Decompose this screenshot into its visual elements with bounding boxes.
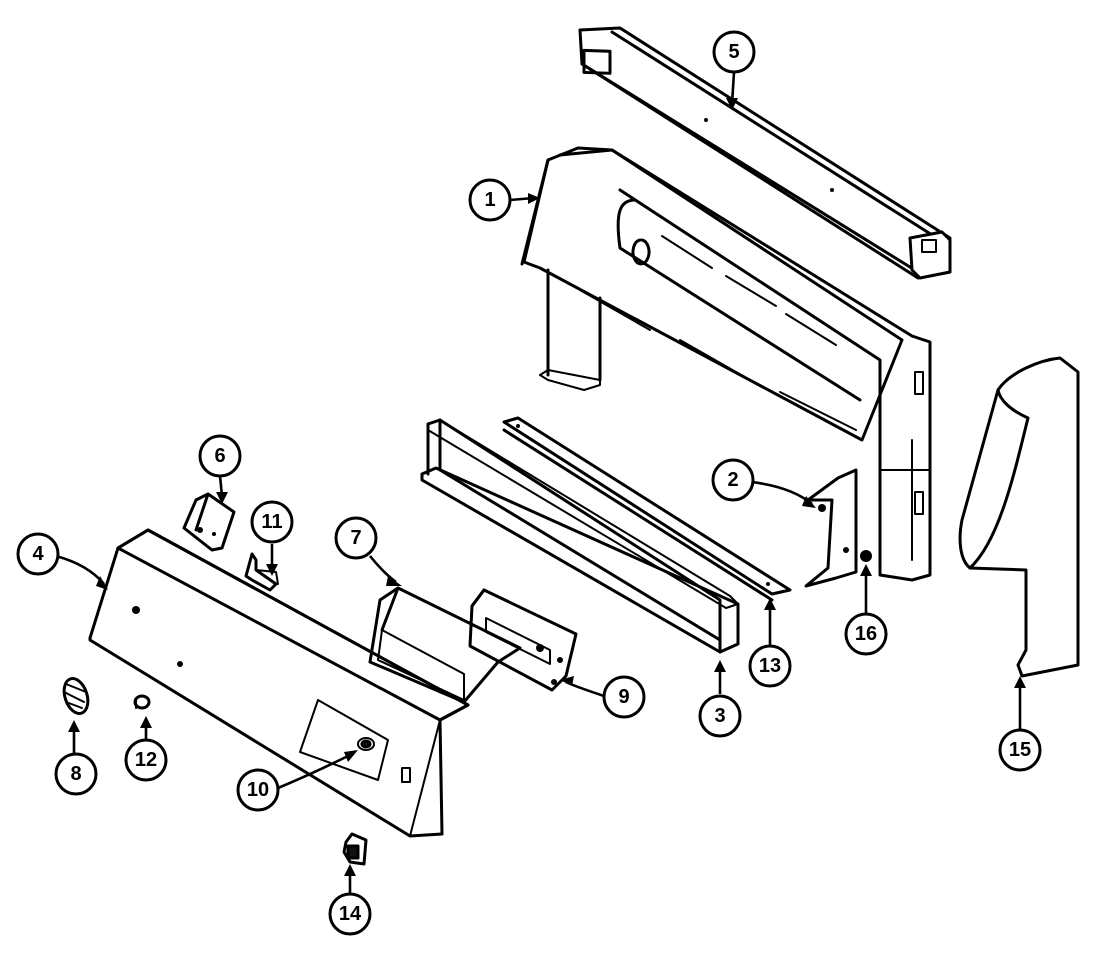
part-14-rocker-switch xyxy=(342,832,368,866)
callout-7-label: 7 xyxy=(350,527,361,549)
callout-9: 9 xyxy=(602,675,646,719)
part-9-clock-module xyxy=(468,588,578,692)
callout-4-label: 4 xyxy=(32,543,44,565)
part-8-knob xyxy=(62,677,90,715)
callout-14: 14 xyxy=(328,892,372,936)
callout-2-label: 2 xyxy=(727,469,738,491)
callout-15: 15 xyxy=(998,728,1042,772)
callout-13-label: 13 xyxy=(759,655,781,677)
callout-10-label: 10 xyxy=(247,779,269,801)
leader-lines xyxy=(55,71,1026,894)
callout-11: 11 xyxy=(250,500,294,544)
callout-8-label: 8 xyxy=(70,763,81,785)
part-15-end-cap xyxy=(958,356,1080,678)
callout-6-label: 6 xyxy=(214,445,225,467)
part-4-control-panel xyxy=(88,528,470,838)
callout-5: 5 xyxy=(712,30,756,74)
callout-10: 10 xyxy=(236,768,280,812)
callout-16-label: 16 xyxy=(855,623,877,645)
callout-12-label: 12 xyxy=(135,749,157,771)
callout-6: 6 xyxy=(198,434,242,478)
part-13-strip xyxy=(502,416,792,602)
callout-1: 1 xyxy=(468,178,512,222)
part-3-channel xyxy=(420,418,740,654)
callout-11-label: 11 xyxy=(261,511,282,533)
callout-15-label: 15 xyxy=(1009,739,1031,761)
part-11-clip xyxy=(244,552,279,592)
callout-14-label: 14 xyxy=(339,903,362,925)
part-12-bulb xyxy=(133,694,151,710)
callout-12: 12 xyxy=(124,738,168,782)
callout-13: 13 xyxy=(748,644,792,688)
callout-4: 4 xyxy=(16,532,60,576)
part-7-bezel xyxy=(368,586,522,704)
part-10-indicator xyxy=(360,739,372,749)
part-2-bracket xyxy=(804,468,858,588)
part-5-top-rail xyxy=(578,26,952,280)
callout-1-label: 1 xyxy=(484,189,495,211)
part-6-switch-box xyxy=(182,492,236,552)
callout-8: 8 xyxy=(54,752,98,796)
part-16-screw xyxy=(860,550,872,562)
callout-7: 7 xyxy=(334,516,378,560)
callout-2: 2 xyxy=(711,458,755,502)
callout-5-label: 5 xyxy=(728,41,739,63)
callout-3-label: 3 xyxy=(714,705,725,727)
callout-16: 16 xyxy=(844,612,888,656)
part-1-back-panel xyxy=(520,146,932,582)
callout-3: 3 xyxy=(698,694,742,738)
callout-9-label: 9 xyxy=(618,686,629,708)
